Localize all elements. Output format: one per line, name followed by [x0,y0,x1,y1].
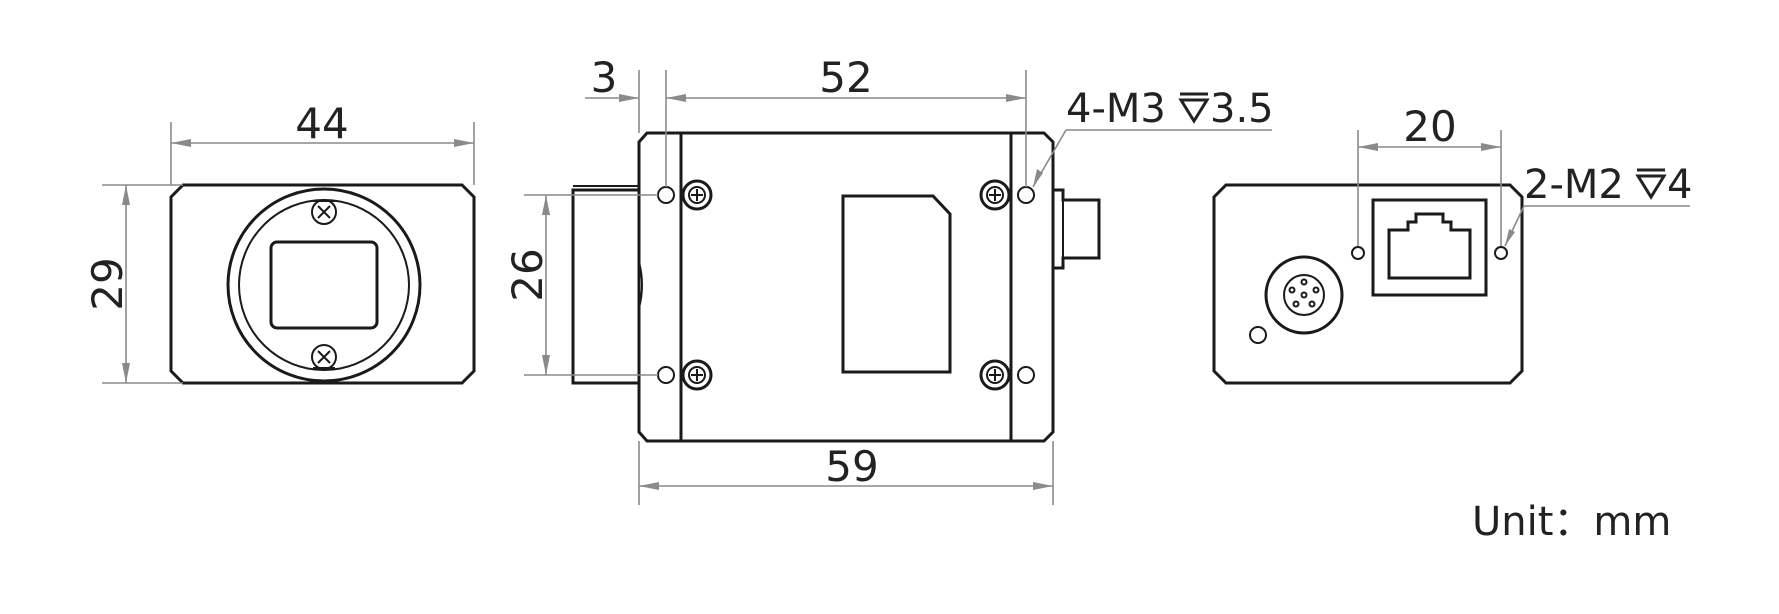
front-height-label: 29 [83,257,132,310]
front-screw-bottom [311,344,337,370]
io-connector-icon [1264,255,1344,335]
dim-top-hole-vertical: 26 [503,194,658,376]
mount-hole-br [1017,366,1035,384]
dim-front-width: 44 [170,99,475,185]
top-offset-label: 3 [591,53,618,102]
callout-rear-thread: 2-M2 4 [1504,162,1692,247]
side-screw-tr [979,179,1011,211]
front-screw-top [311,199,337,225]
mount-hole-bl [657,366,675,384]
status-led [1249,326,1267,344]
side-view: 3 52 26 59 [503,53,1274,505]
rear-hole-left [1351,246,1365,260]
depth-down-arrow-icon [1635,168,1667,200]
unit-label: Unit：mm [1472,499,1671,545]
side-screw-bl [681,359,713,391]
top-hole-spacing-label: 52 [819,53,872,102]
side-screw-tl [681,179,713,211]
lens-adapter [571,188,639,385]
rear-housing [1212,183,1524,385]
dim-rear-hole-spacing: 20 [1357,102,1502,246]
top-thread-depth-label: 3.5 [1210,86,1274,132]
mount-hole-tr [1017,186,1035,204]
rear-hole-right [1494,246,1508,260]
side-housing [637,131,1055,443]
side-screw-br [979,359,1011,391]
rear-hole-spacing-label: 20 [1403,102,1456,151]
lens-mount-outer [226,187,422,383]
dim-top-offset: 3 [585,53,667,187]
dim-top-hole-spacing: 52 [666,53,1027,187]
top-length-label: 59 [825,442,878,491]
rear-thread-depth-label: 4 [1667,162,1692,208]
front-width-label: 44 [295,99,348,148]
front-housing [169,183,476,385]
top-hole-vertical-label: 26 [503,248,552,301]
top-thread-label: 4-M3 [1066,86,1166,132]
ethernet-jack-icon [1387,212,1472,280]
rear-connector [1053,188,1101,270]
dim-front-height: 29 [83,184,183,384]
depth-down-arrow-icon [1178,92,1210,124]
dim-top-length: 59 [638,441,1054,505]
ethernet-port [1371,198,1488,297]
label-plate [841,194,952,374]
callout-top-thread: 4-M3 3.5 [1032,86,1274,188]
rear-view: 20 2-M2 4 [1212,102,1692,385]
sensor-window [269,240,379,330]
rear-thread-label: 2-M2 [1524,162,1624,208]
front-view: 44 29 [83,99,476,385]
mount-hole-tl [657,186,675,204]
